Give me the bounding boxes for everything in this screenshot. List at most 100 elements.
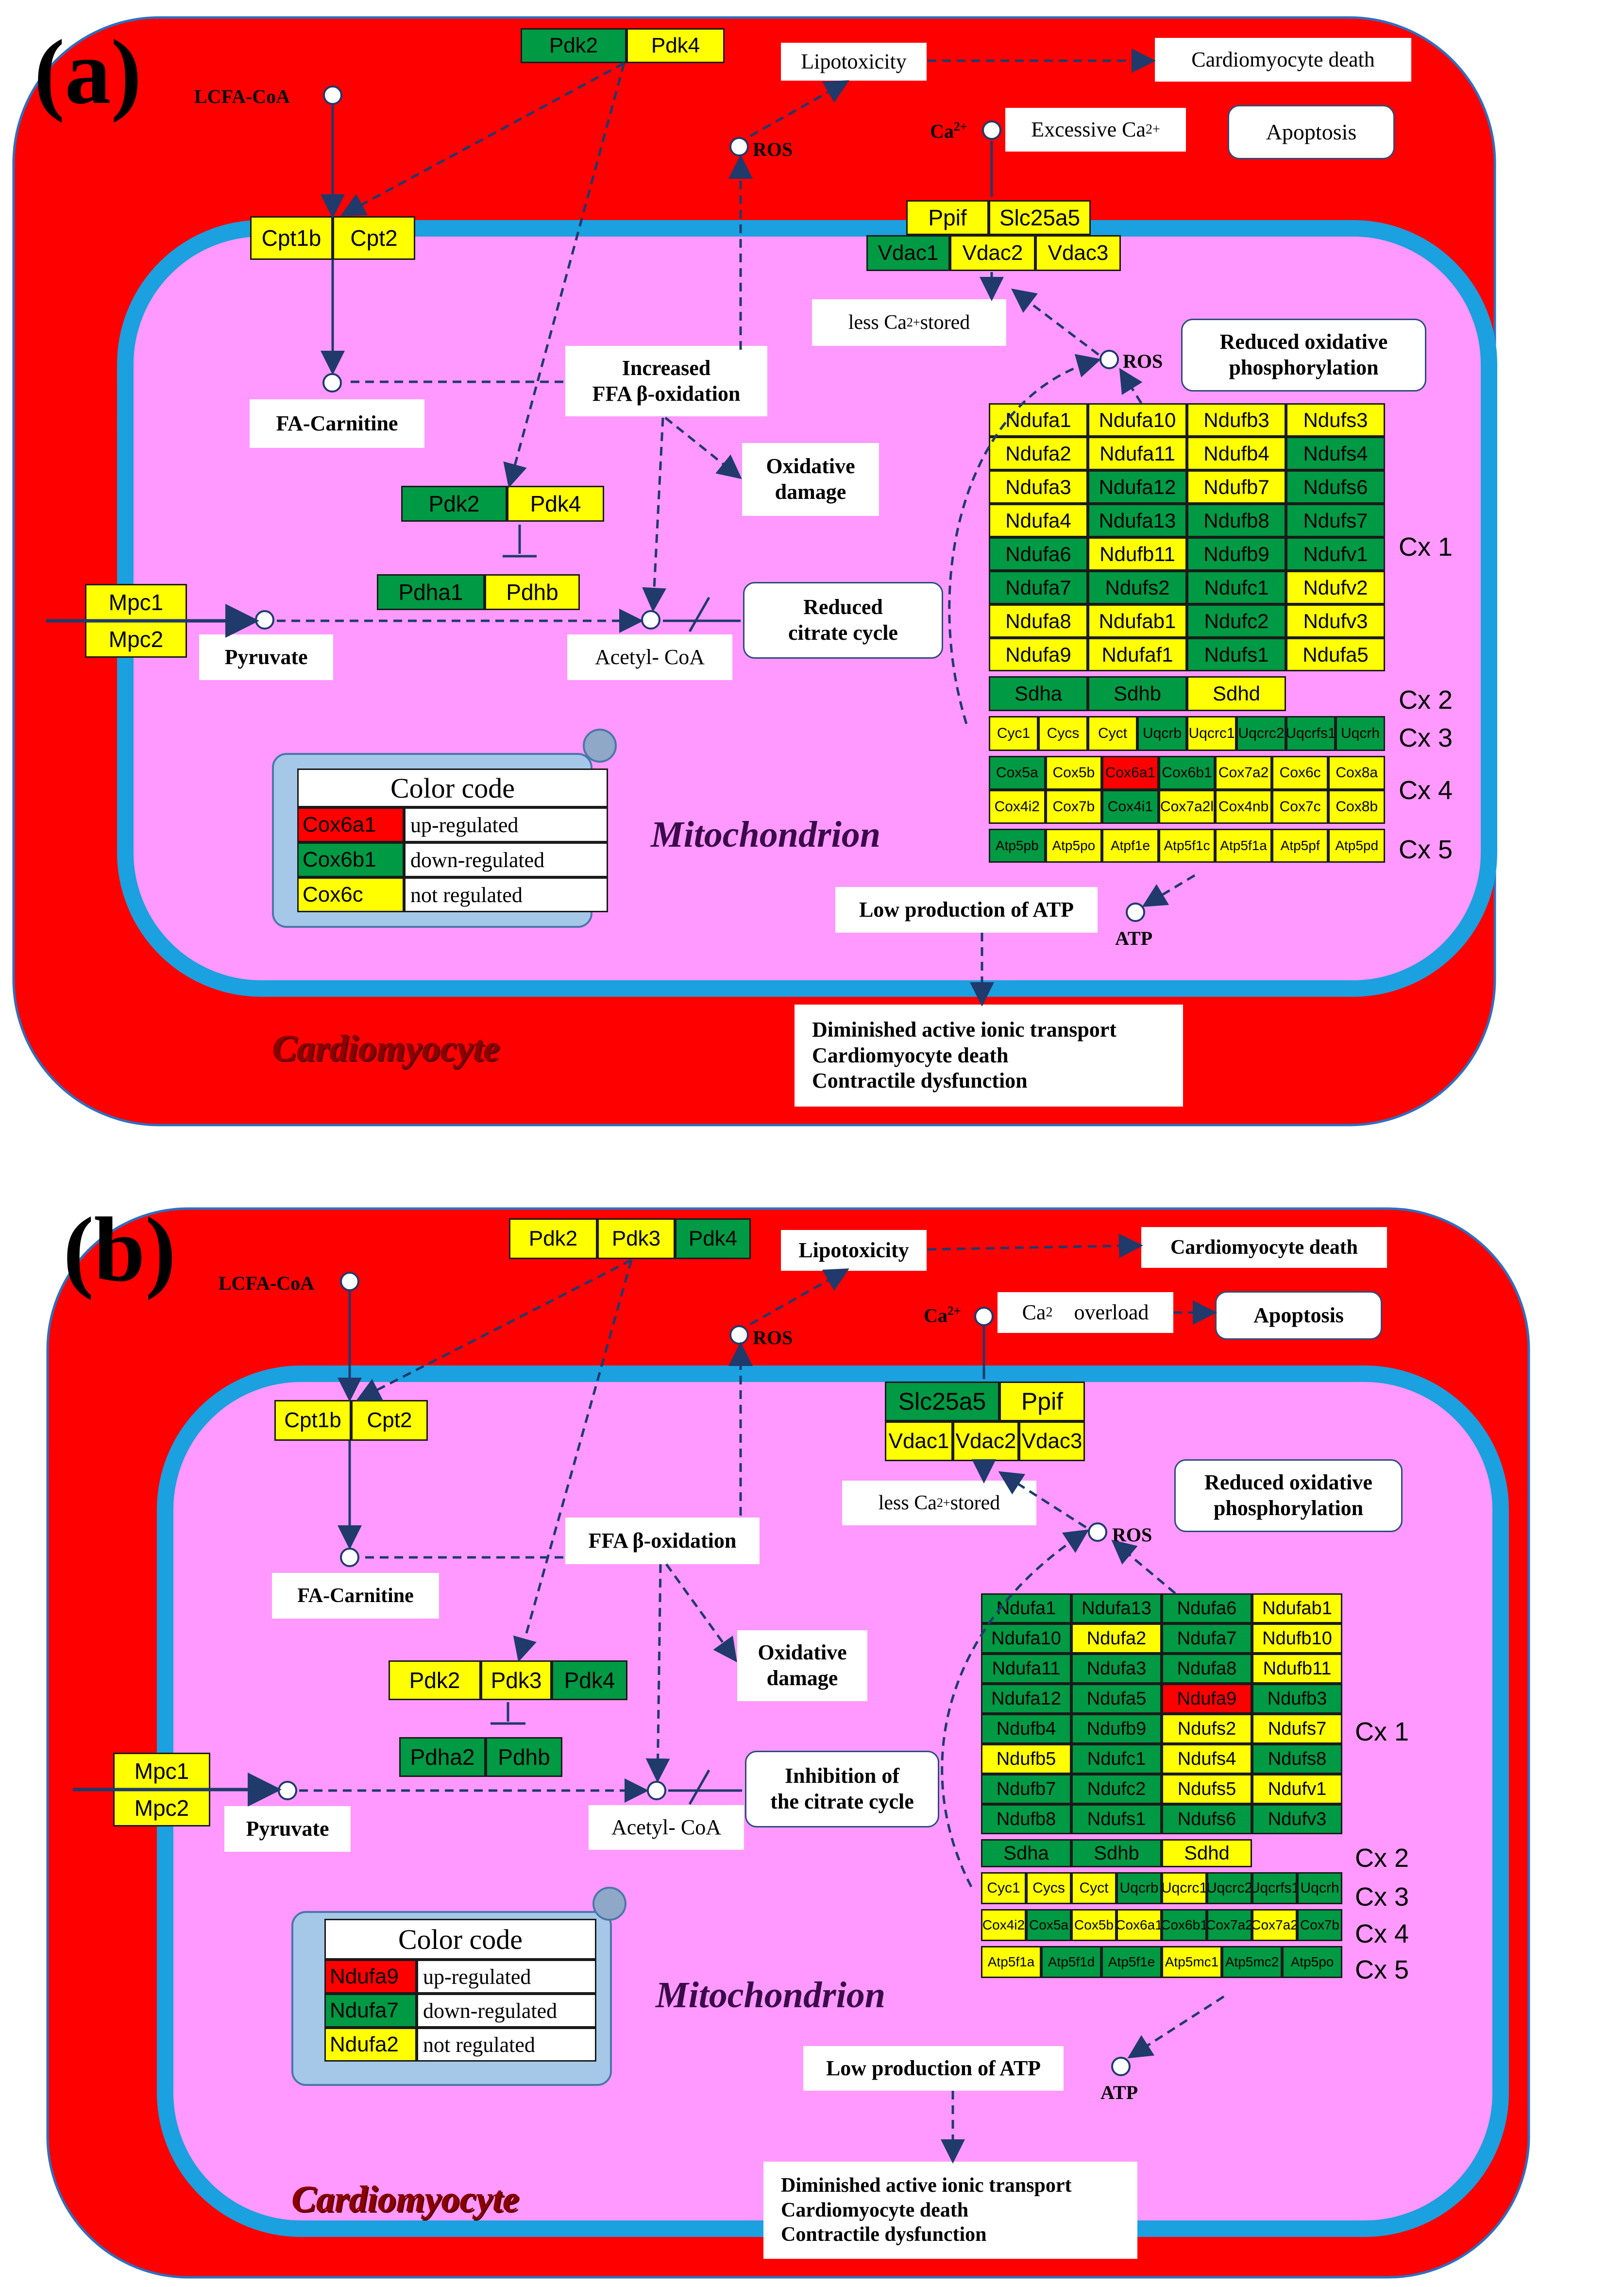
cx1-cell: Ndufs3 bbox=[1286, 403, 1385, 437]
cx1-cell: Ndufa11 bbox=[981, 1654, 1071, 1684]
cx1-cell: Ndufa7 bbox=[989, 571, 1088, 604]
ca-row2-0: Vdac1 bbox=[885, 1421, 953, 1461]
cx-label-3: Cx 3 bbox=[1355, 1882, 1409, 1912]
ffa-box: FFA β-oxidation bbox=[565, 1518, 760, 1564]
cx1-cell: Ndufa3 bbox=[1071, 1654, 1162, 1684]
cx5-cell: Atp5f1a bbox=[981, 1946, 1041, 1978]
legend-desc: down-regulated bbox=[404, 842, 608, 877]
lipotoxicity-text: Lipotoxicity bbox=[798, 1238, 909, 1262]
cx4-cell: Cox4i2 bbox=[981, 1909, 1026, 1941]
ca-row2-2: Vdac3 bbox=[1019, 1421, 1085, 1461]
cx5-cell: Atpf1e bbox=[1102, 829, 1159, 863]
cx1-cell: Ndufb5 bbox=[981, 1744, 1071, 1774]
cx-label-5: Cx 5 bbox=[1399, 835, 1453, 864]
cx2-cell: Sdhb bbox=[1071, 1839, 1162, 1867]
cx1-cell: Ndufa10 bbox=[981, 1623, 1071, 1654]
cx5-cell: Atp5f1a bbox=[1215, 829, 1272, 863]
cx4-cell: Cox6c bbox=[1271, 756, 1329, 790]
death-text: Cardiomyocyte death bbox=[1170, 1236, 1358, 1259]
apoptosis-box: Apoptosis bbox=[1215, 1291, 1382, 1340]
atp-label: ATP bbox=[1100, 2082, 1138, 2103]
lipotoxicity-box: Lipotoxicity bbox=[781, 1230, 927, 1271]
low-atp-text: Low production of ATP bbox=[826, 2056, 1041, 2080]
cx1-cell: Ndufb8 bbox=[981, 1804, 1071, 1834]
cx1-cell: Ndufs2 bbox=[1162, 1714, 1252, 1744]
cx1-cell: Ndufa6 bbox=[989, 537, 1088, 571]
cx4-cell: Cox4i2 bbox=[989, 790, 1046, 824]
cx2-cell: Sdha bbox=[989, 676, 1088, 711]
cx2-cell: Sdhd bbox=[1187, 676, 1286, 711]
ffa-text: FFA β-oxidation bbox=[588, 1528, 737, 1553]
cx1-cell: Ndufb9 bbox=[1187, 537, 1286, 571]
cell-label: Cardiomyocyte bbox=[291, 2179, 519, 2219]
cell-label: Cardiomyocyte bbox=[272, 1028, 500, 1069]
fa-carnitine-box: FA-Carnitine bbox=[250, 399, 424, 448]
cx1-cell: Ndufb4 bbox=[981, 1714, 1071, 1744]
cx1-cell: Ndufa13 bbox=[1071, 1593, 1162, 1623]
cx1-cell: Ndufc1 bbox=[1187, 571, 1286, 604]
lcfa-node bbox=[340, 1272, 359, 1291]
cx1-cell: Ndufs5 bbox=[1162, 1774, 1252, 1804]
cx3-cell: Cyc1 bbox=[981, 1872, 1026, 1904]
cx3-cell: Cycs bbox=[1026, 1872, 1071, 1904]
cx1-cell: Ndufb10 bbox=[1252, 1623, 1342, 1654]
cx-label-4: Cx 4 bbox=[1355, 1919, 1409, 1948]
pdh-0: Pdha1 bbox=[377, 574, 485, 610]
cx1-cell: Ndufa3 bbox=[989, 470, 1088, 504]
cx1-cell: Ndufab1 bbox=[1252, 1593, 1342, 1623]
less-ca-text-2: stored bbox=[950, 1491, 1000, 1514]
cx4-cell: Cox7b bbox=[1297, 1909, 1342, 1941]
legend-gene: Ndufa7 bbox=[324, 1994, 417, 2028]
cx1-cell: Ndufa9 bbox=[1162, 1684, 1252, 1714]
mpc-1: Mpc2 bbox=[113, 1790, 210, 1826]
ros-node-2 bbox=[1100, 350, 1119, 369]
acetyl-node bbox=[647, 1781, 666, 1800]
ca-row1-1: Ppif bbox=[999, 1382, 1085, 1421]
redox-line-1: Reduced oxidative bbox=[1204, 1470, 1372, 1495]
oxidative-line-1: Oxidative bbox=[758, 1640, 847, 1665]
oxidative-line-2: damage bbox=[775, 480, 846, 504]
cx1-cell: Ndufs6 bbox=[1286, 470, 1385, 504]
excessive-ca-sup: 2 bbox=[1046, 1305, 1053, 1320]
fa-carnitine-text: FA-Carnitine bbox=[276, 411, 398, 435]
ffa-line-2: FFA β-oxidation bbox=[592, 381, 741, 406]
cx-label-4: Cx 4 bbox=[1399, 776, 1453, 805]
ca-text: Ca bbox=[930, 120, 954, 142]
cx1-cell: Ndufv1 bbox=[1252, 1774, 1342, 1804]
ros-label-1: ROS bbox=[753, 1327, 793, 1348]
cx1-cell: Ndufa10 bbox=[1088, 403, 1187, 437]
cx3-cell: Cyct bbox=[1088, 716, 1137, 751]
outcome-line-1: Diminished active ionic transport bbox=[781, 2174, 1072, 2197]
lcfa-node bbox=[323, 85, 342, 105]
cx1-cell: Ndufa6 bbox=[1162, 1593, 1252, 1623]
cx1-cell: Ndufa8 bbox=[989, 604, 1088, 638]
cx3-cell: Uqcrc1 bbox=[1162, 1872, 1207, 1904]
ca-node bbox=[982, 120, 1001, 140]
legend-gene: Cox6c bbox=[297, 877, 404, 912]
outcome-line-1: Diminished active ionic transport bbox=[812, 1017, 1116, 1041]
excessive-ca-sup: 2+ bbox=[1146, 122, 1160, 137]
legend-gene: Ndufa9 bbox=[324, 1960, 417, 1994]
cx4-cell: Cox8a bbox=[1328, 756, 1385, 790]
cx4-cell: Cox6a1 bbox=[1102, 756, 1159, 790]
cpt-0: Cpt1b bbox=[274, 1400, 351, 1441]
cx1-cell: Ndufb7 bbox=[1187, 470, 1286, 504]
pdk-top-2: Pdk4 bbox=[675, 1218, 751, 1259]
legend-desc: up-regulated bbox=[404, 807, 608, 842]
cx4-cell: Cox6b1 bbox=[1158, 756, 1216, 790]
cx3-cell: Cycs bbox=[1038, 716, 1088, 751]
cx3-cell: Uqcrb bbox=[1116, 1872, 1162, 1904]
apoptosis-text: Apoptosis bbox=[1253, 1303, 1344, 1327]
